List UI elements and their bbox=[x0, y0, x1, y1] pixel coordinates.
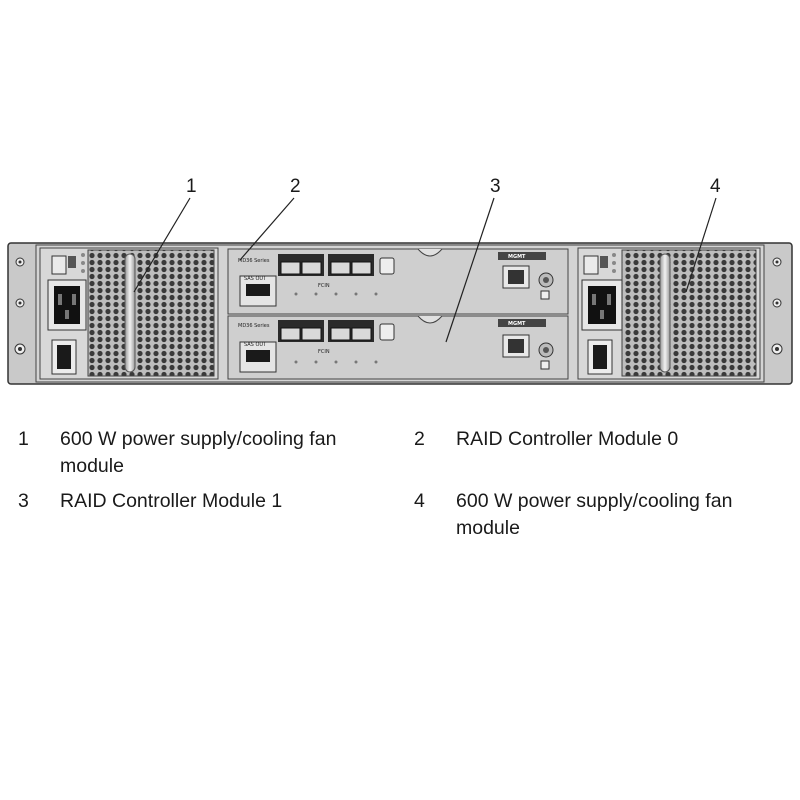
callout-number-4: 4 bbox=[710, 176, 721, 197]
module-0-fcin-label: FCIN bbox=[318, 283, 330, 289]
legend-number: 2 bbox=[414, 428, 425, 450]
power-supply-left bbox=[39, 247, 219, 380]
left-mounting-ear bbox=[14, 257, 26, 355]
callout-number-1: 1 bbox=[186, 176, 197, 197]
legend-number: 3 bbox=[18, 490, 29, 512]
storage-array-rear-diagram: MD36 Series FCIN SAS OUT MGMT bbox=[7, 176, 793, 385]
legend-number: 4 bbox=[414, 490, 425, 512]
legend-text: 600 W power supply/cooling fan module bbox=[456, 490, 733, 539]
callout-line-2 bbox=[239, 197, 295, 261]
module-0-label: MD36 Series bbox=[238, 258, 270, 264]
module-0-fc-ports: FCIN bbox=[278, 254, 374, 289]
legend-number: 1 bbox=[18, 428, 29, 450]
legend-text: RAID Controller Module 0 bbox=[456, 428, 679, 450]
callout-line-3 bbox=[445, 197, 495, 343]
legend-text: RAID Controller Module 1 bbox=[60, 490, 283, 512]
module-1-sas-out-label: SAS OUT bbox=[244, 342, 267, 348]
callouts: 1 2 3 4 bbox=[133, 176, 721, 343]
module-1-fcin-label: FCIN bbox=[318, 349, 330, 355]
module-1-status-leds bbox=[294, 360, 378, 364]
module-1-label: MD36 Series bbox=[238, 323, 270, 329]
power-supply-right bbox=[577, 247, 761, 380]
module-0-sas-out-label: SAS OUT bbox=[244, 276, 267, 282]
callout-line-4 bbox=[685, 197, 717, 293]
module-1-mgmt-label: MGMT bbox=[508, 321, 526, 327]
callout-number-2: 2 bbox=[290, 176, 301, 197]
legend-text: 600 W power supply/cooling fan module bbox=[60, 428, 337, 477]
module-0-status-leds bbox=[294, 292, 378, 296]
module-0-mgmt-label: MGMT bbox=[508, 254, 526, 260]
raid-controller-module-1: MD36 Series FCIN SAS OUT MGMT bbox=[227, 315, 569, 380]
raid-controller-module-0: MD36 Series FCIN SAS OUT MGMT bbox=[227, 248, 569, 315]
module-1-fc-ports: FCIN bbox=[278, 320, 374, 355]
right-mounting-ear bbox=[771, 257, 783, 355]
callout-line-1 bbox=[133, 197, 191, 293]
callout-number-3: 3 bbox=[490, 176, 501, 197]
